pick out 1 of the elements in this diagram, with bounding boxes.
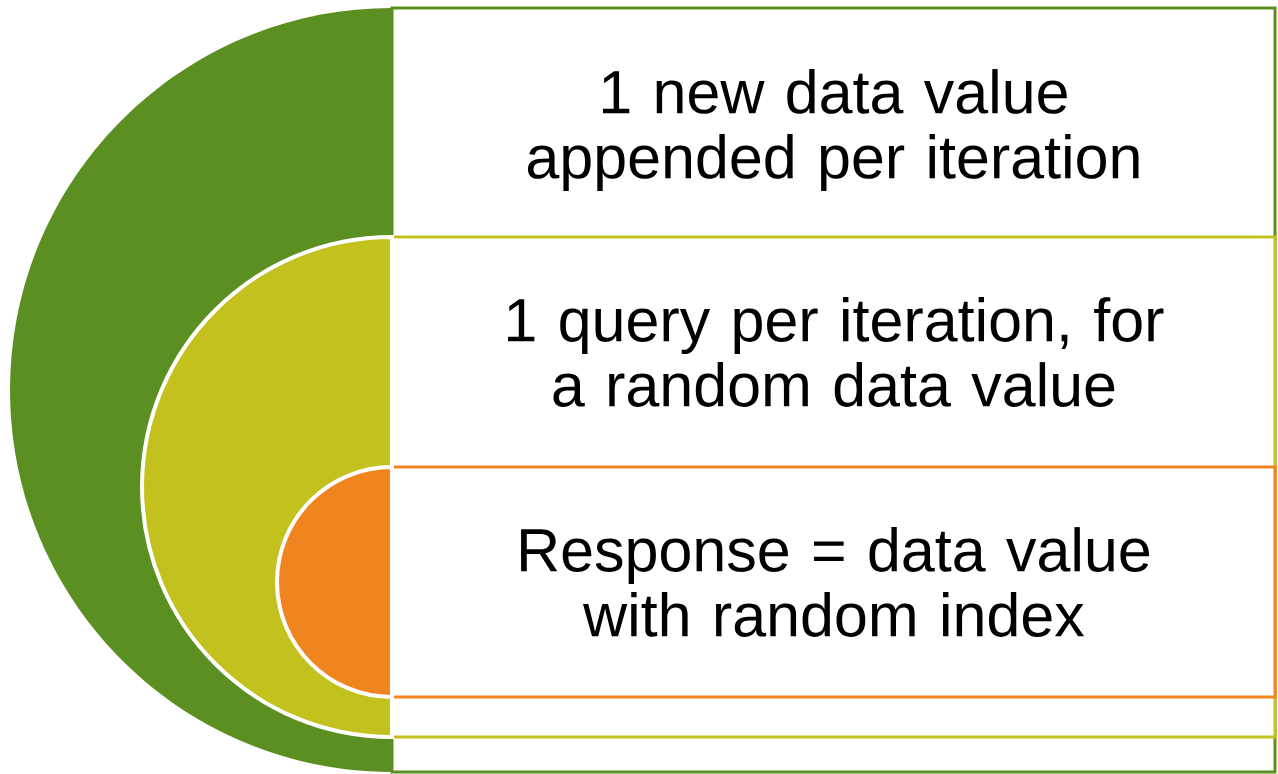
half-disc-banner-drawing: Response = data value with random index [275,465,1277,699]
